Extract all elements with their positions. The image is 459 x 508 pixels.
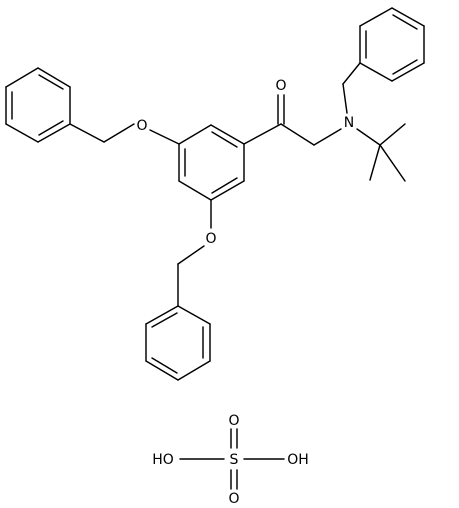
ether-oxygen-upper-label: O: [136, 118, 147, 134]
hydroxyl-right-label: OH: [287, 452, 309, 468]
sulfuric-acid: [179, 428, 285, 490]
sulfur-label: S: [230, 452, 239, 468]
atom-labels: O N O O S O O HO OH: [136, 78, 354, 507]
carbonyl-oxygen-label: O: [275, 78, 286, 94]
ether-oxygen-lower-label: O: [205, 231, 216, 247]
amine-nitrogen-label: N: [344, 115, 354, 131]
central-aromatic-ring: [178, 124, 245, 201]
benzyl-ring-bottom: [145, 305, 211, 381]
benzyl-ring-top-right: [359, 7, 425, 82]
sulfate-oxygen-top-label: O: [228, 413, 239, 429]
hydroxyl-left-label: HO: [152, 452, 174, 468]
sulfate-oxygen-bottom-label: O: [228, 491, 239, 507]
substituent-bonds: [69, 62, 406, 307]
benzyl-ring-left: [5, 67, 71, 143]
